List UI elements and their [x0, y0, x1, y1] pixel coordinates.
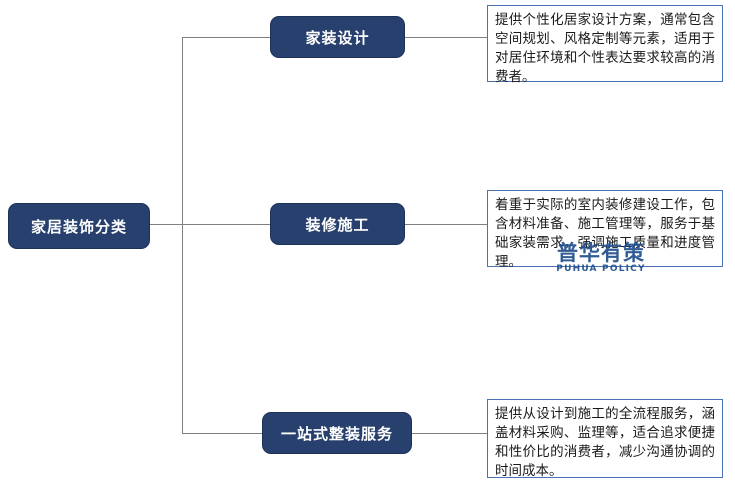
connector-node-2-to-desc-2	[405, 224, 487, 225]
connector-node-3-to-desc-3	[412, 433, 487, 434]
root-node-home-decoration-category[interactable]: 家居装饰分类	[8, 203, 150, 249]
description-box-renovation-construction: 着重于实际的室内装修建设工作，包含材料准备、施工管理等，服务于基础家装需求，强调…	[487, 190, 723, 270]
connector-root-stub	[150, 224, 182, 225]
connector-trunk-to-node-1	[182, 37, 270, 38]
connector-node-1-to-desc-1	[405, 37, 487, 38]
branch-node-home-design[interactable]: 家装设计	[270, 16, 405, 58]
description-box-one-stop-package-service: 提供从设计到施工的全流程服务，涵盖材料采购、监理等，适合追求便捷和性价比的消费者…	[487, 399, 723, 479]
branch-node-renovation-construction[interactable]: 装修施工	[270, 203, 405, 245]
connector-trunk-to-node-3	[182, 433, 262, 434]
connector-vertical-trunk	[182, 37, 183, 433]
branch-node-one-stop-package-service[interactable]: 一站式整装服务	[262, 412, 412, 454]
description-box-home-design: 提供个性化居家设计方案，通常包含空间规划、风格定制等元素，适用于对居住环境和个性…	[487, 5, 723, 85]
connector-trunk-to-node-2	[182, 224, 270, 225]
